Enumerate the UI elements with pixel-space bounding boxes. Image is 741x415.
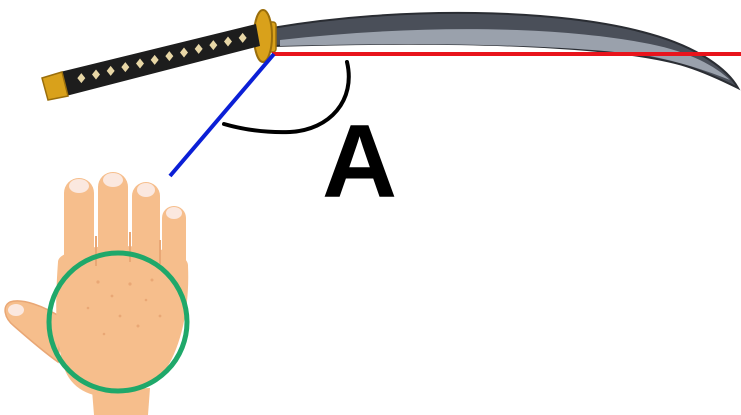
- handle-diamond: [165, 51, 174, 62]
- palm-highlight-circle: [46, 250, 190, 394]
- hand-nail: [69, 179, 89, 193]
- open-hand-icon: [4, 172, 189, 415]
- hand-nail: [137, 183, 155, 197]
- angle-label: A: [322, 104, 398, 220]
- katana-handle: [60, 24, 260, 96]
- handle-diamond: [180, 47, 188, 58]
- handle-diamond: [106, 65, 115, 76]
- hand-direction-line: [168, 52, 276, 178]
- handle-diamond: [92, 69, 100, 80]
- hand-wrist: [92, 388, 150, 415]
- katana-blade-edge: [280, 29, 730, 80]
- handle-diamond: [224, 36, 232, 47]
- handle-diamond: [77, 73, 86, 84]
- handle-diamond: [194, 43, 203, 54]
- handle-diamond: [136, 58, 144, 69]
- handle-wrap-diamonds: [77, 32, 247, 84]
- handle-diamond: [209, 40, 218, 51]
- katana-icon: [41, 9, 741, 101]
- angle-arc: [222, 60, 351, 135]
- handle-diamond: [121, 62, 130, 73]
- hand-nail: [166, 207, 182, 219]
- katana-pommel: [41, 71, 69, 101]
- hand-nail: [8, 304, 24, 316]
- skin-texture: [86, 278, 162, 336]
- handle-diamond: [150, 54, 159, 65]
- hand-palm: [56, 245, 189, 397]
- hand-nail: [103, 173, 123, 187]
- handle-diamond: [238, 32, 247, 43]
